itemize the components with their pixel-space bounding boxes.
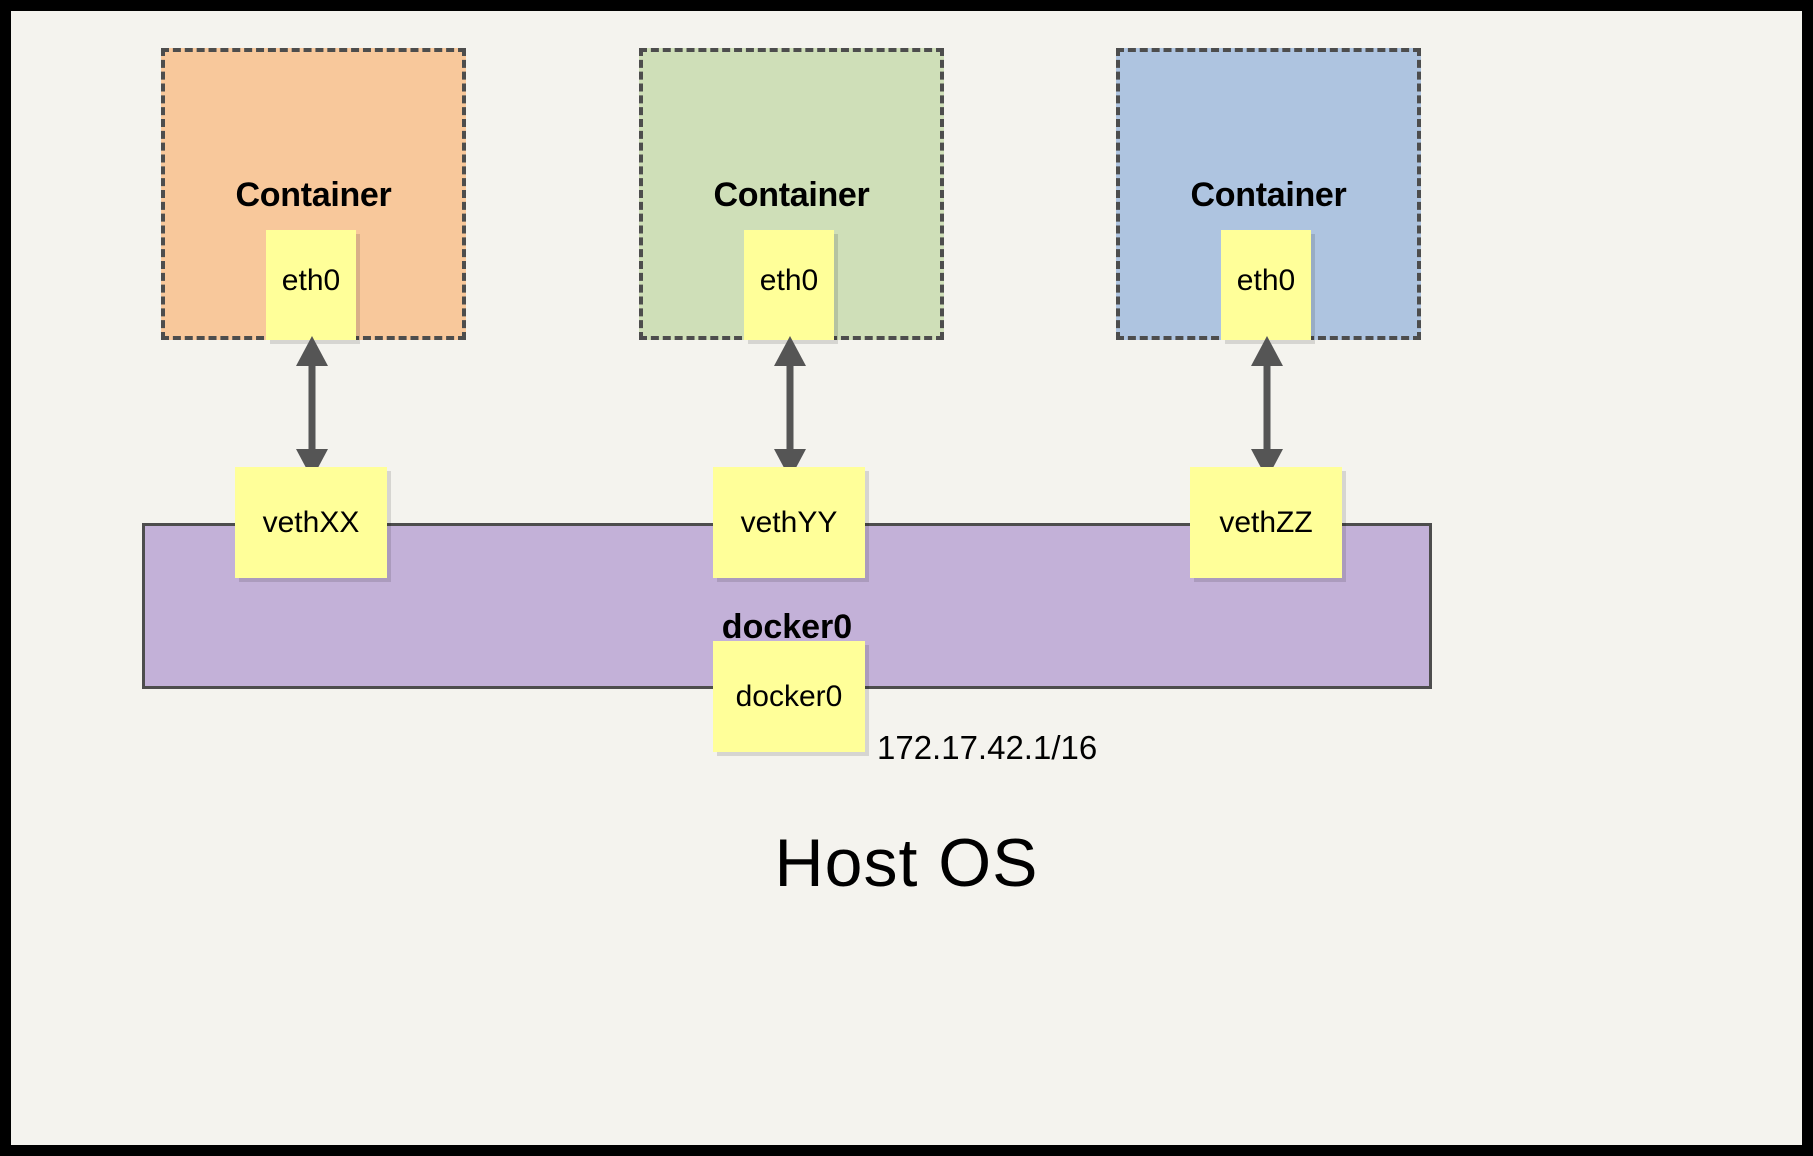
container-title-3: Container	[1190, 176, 1347, 214]
eth0-box-2[interactable]: eth0	[744, 230, 834, 340]
veth-label-3: vethZZ	[1219, 505, 1313, 539]
veth-box-3[interactable]: vethZZ	[1190, 467, 1342, 578]
eth0-box-3[interactable]: eth0	[1221, 230, 1311, 340]
docker0-bridge-label: docker0	[721, 608, 853, 646]
eth0-label-1: eth0	[281, 264, 341, 297]
veth-box-2[interactable]: vethYY	[713, 467, 865, 578]
eth0-box-1[interactable]: eth0	[266, 230, 356, 340]
docker0-port-box[interactable]: docker0	[713, 641, 865, 752]
veth-arrow-3	[1251, 336, 1283, 479]
veth-label-1: vethXX	[262, 505, 360, 539]
eth0-label-3: eth0	[1236, 264, 1296, 297]
eth0-label-2: eth0	[759, 264, 819, 297]
veth-arrow-1	[296, 336, 328, 479]
veth-box-1[interactable]: vethXX	[235, 467, 387, 578]
host-os-title: Host OS	[774, 825, 1039, 901]
host-os-frame: Container eth0 Container eth0 Container …	[11, 11, 1802, 1145]
docker0-ip-address: 172.17.42.1/16	[877, 729, 1098, 766]
container-title-1: Container	[235, 176, 392, 214]
veth-label-2: vethYY	[740, 505, 838, 539]
container-title-2: Container	[713, 176, 870, 214]
docker0-port-label: docker0	[735, 679, 843, 713]
veth-arrow-2	[774, 336, 806, 479]
